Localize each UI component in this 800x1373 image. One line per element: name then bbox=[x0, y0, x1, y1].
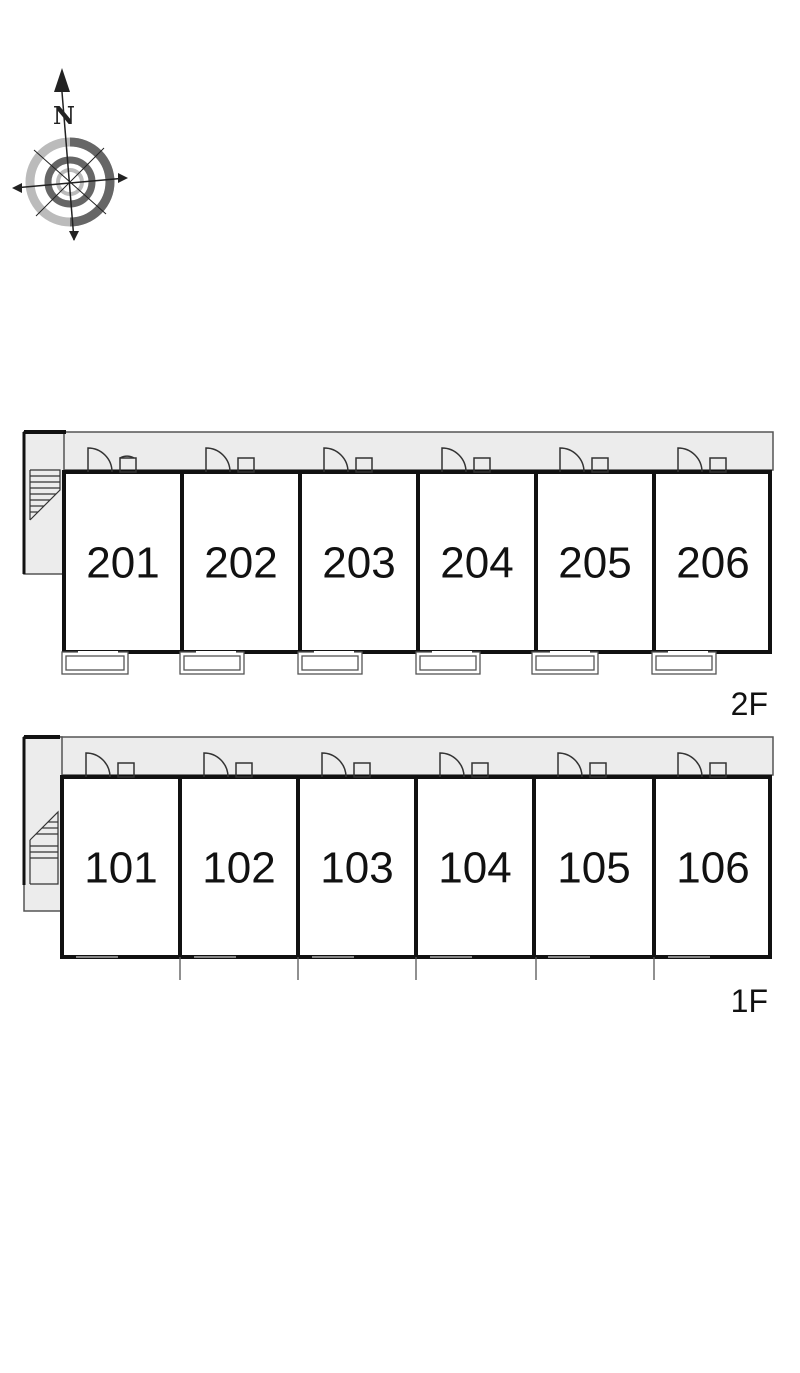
unit-204[interactable]: 204 bbox=[416, 470, 538, 654]
unit-number: 204 bbox=[440, 539, 513, 588]
balcony bbox=[531, 651, 599, 675]
unit-number: 205 bbox=[558, 539, 631, 588]
unit-number: 106 bbox=[676, 844, 749, 893]
unit-202[interactable]: 202 bbox=[180, 470, 302, 654]
balcony bbox=[415, 651, 481, 675]
unit-102[interactable]: 102 bbox=[178, 775, 300, 959]
north-label: N bbox=[53, 101, 75, 130]
unit-number: 203 bbox=[322, 539, 395, 588]
unit-number: 105 bbox=[557, 844, 630, 893]
unit-103[interactable]: 103 bbox=[296, 775, 418, 959]
door-icon bbox=[557, 752, 607, 778]
compass-rose-icon: N bbox=[12, 68, 128, 241]
door-icon bbox=[677, 447, 727, 473]
unit-101[interactable]: 101 bbox=[60, 775, 182, 959]
staircase bbox=[29, 810, 59, 885]
door-icon bbox=[205, 447, 255, 473]
north-arrow-icon bbox=[54, 68, 70, 92]
unit-number: 101 bbox=[84, 844, 157, 893]
door-icon bbox=[441, 447, 491, 473]
unit-201[interactable]: 201 bbox=[62, 470, 184, 654]
balcony bbox=[651, 651, 717, 675]
door-icon bbox=[87, 447, 137, 473]
balcony bbox=[61, 651, 129, 675]
door-icon bbox=[203, 752, 253, 778]
balcony bbox=[179, 651, 245, 675]
door-icon bbox=[323, 447, 373, 473]
unit-105[interactable]: 105 bbox=[532, 775, 656, 959]
door-icon bbox=[439, 752, 489, 778]
door-icon bbox=[321, 752, 371, 778]
door-icon bbox=[677, 752, 727, 778]
unit-number: 102 bbox=[202, 844, 275, 893]
unit-106[interactable]: 106 bbox=[652, 775, 772, 959]
floor-1f: 101 102 103 104 105 106 bbox=[22, 735, 774, 1019]
door-icon bbox=[85, 752, 135, 778]
unit-206[interactable]: 206 bbox=[652, 470, 772, 654]
floor-label: 2F bbox=[731, 686, 768, 722]
floor-2f: 201 202 203 204 205 206 bbox=[22, 430, 774, 722]
unit-number: 201 bbox=[86, 539, 159, 588]
stair-landing bbox=[23, 431, 65, 575]
door-icon bbox=[559, 447, 609, 473]
balcony bbox=[297, 651, 363, 675]
staircase bbox=[29, 469, 61, 521]
unit-number: 103 bbox=[320, 844, 393, 893]
unit-104[interactable]: 104 bbox=[414, 775, 536, 959]
corridor bbox=[23, 736, 774, 776]
unit-203[interactable]: 203 bbox=[298, 470, 420, 654]
unit-number: 104 bbox=[438, 844, 511, 893]
unit-number: 206 bbox=[676, 539, 749, 588]
floor-label: 1F bbox=[731, 983, 768, 1019]
unit-number: 202 bbox=[204, 539, 277, 588]
unit-205[interactable]: 205 bbox=[534, 470, 656, 654]
stair-landing bbox=[23, 736, 63, 912]
